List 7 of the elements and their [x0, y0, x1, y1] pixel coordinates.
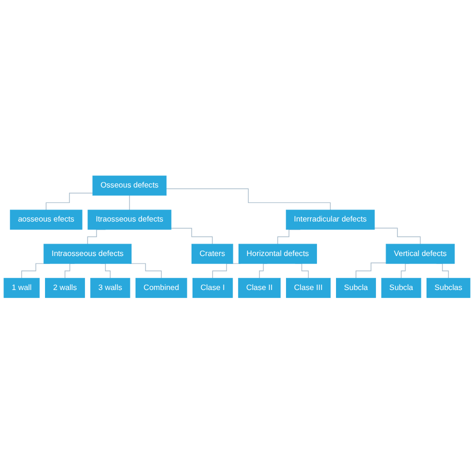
connector: [356, 262, 386, 279]
connector: [166, 188, 331, 211]
connector: [170, 228, 213, 245]
connector: [46, 193, 94, 211]
connector: [129, 263, 162, 279]
connector: [374, 228, 421, 245]
connector: [129, 195, 130, 211]
